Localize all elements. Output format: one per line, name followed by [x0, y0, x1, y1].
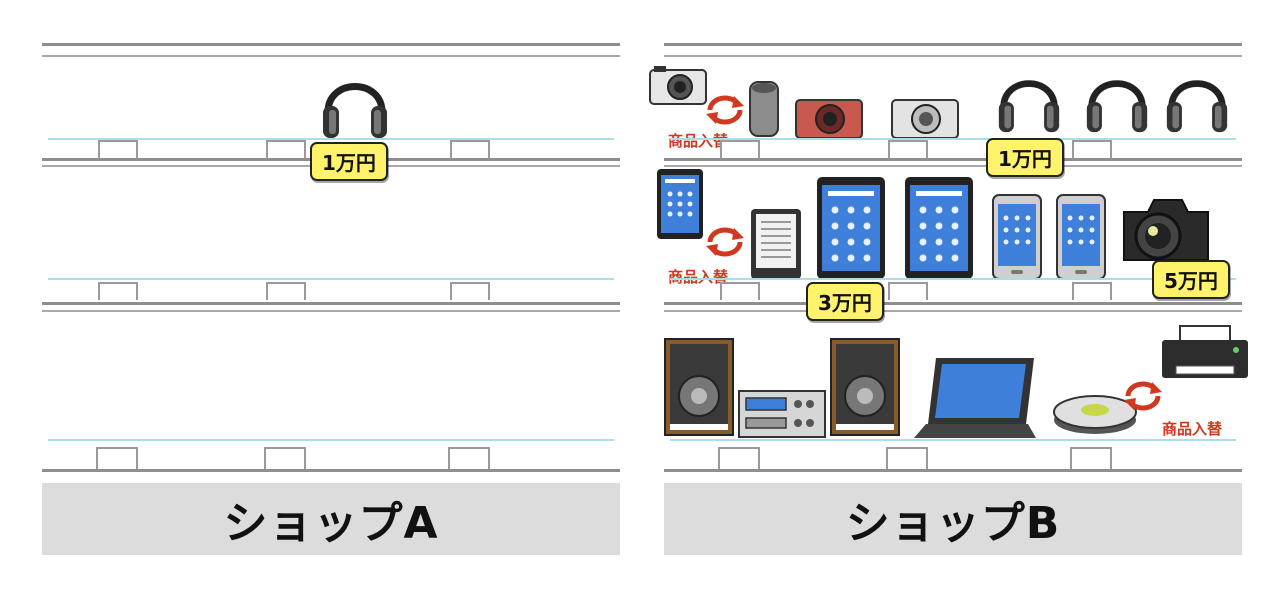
shelf-rail — [42, 302, 620, 305]
headphones-icon — [1164, 66, 1230, 136]
price-tag: 5万円 — [1152, 260, 1230, 299]
shelf-rail — [664, 158, 1242, 161]
shelf-bracket — [96, 447, 138, 471]
shelf-bracket — [886, 447, 928, 471]
shelf-rail — [664, 469, 1242, 472]
swap-label: 商品入替 — [668, 268, 729, 286]
shop-sign: ショップB — [664, 483, 1242, 555]
dslr-camera-icon — [1120, 190, 1212, 266]
shelf-rail — [42, 469, 620, 472]
camera-icon — [648, 66, 708, 106]
shelf-glass — [670, 439, 1236, 441]
stereo-icon — [738, 390, 826, 438]
headphones-icon — [996, 66, 1062, 136]
shelf-bracket — [264, 447, 306, 471]
price-tag: 1万円 — [310, 142, 388, 181]
e-reader-icon — [750, 208, 802, 280]
shelf-bracket — [888, 140, 928, 158]
tablet-icon — [656, 168, 704, 240]
smartphone-icon — [1056, 194, 1106, 280]
swap-label: 商品入替 — [1162, 420, 1223, 438]
shelf-glass — [48, 138, 614, 140]
shelf-glass — [48, 439, 614, 441]
shelf-bracket — [266, 140, 306, 158]
shelf-bracket — [1070, 447, 1112, 471]
swap-arrows-icon — [704, 92, 746, 128]
shelf-bracket — [98, 282, 138, 300]
shelf-rail — [664, 302, 1242, 305]
shelf-bracket — [720, 282, 760, 300]
smart-speaker-icon — [748, 80, 780, 138]
shop-name: ショップB — [845, 498, 1061, 549]
headphones-icon — [320, 68, 390, 142]
shelf-bracket — [718, 447, 760, 471]
speaker-icon — [830, 338, 900, 436]
price-tag: 3万円 — [806, 282, 884, 321]
shelf-bracket — [1072, 282, 1112, 300]
shop-name: ショップA — [223, 498, 439, 549]
laptop-icon — [912, 356, 1038, 440]
shelf-rail — [664, 310, 1242, 312]
shelf-rail — [664, 55, 1242, 57]
shelf-bracket — [888, 282, 928, 300]
shop-b: 商品入替 — [649, 40, 1248, 555]
camera-icon — [794, 96, 864, 140]
shelf-glass — [48, 278, 614, 280]
swap-arrows-icon — [704, 224, 746, 260]
robot-vacuum-icon — [1052, 390, 1138, 436]
shelf-bracket — [266, 282, 306, 300]
shop-a: 1万円 ショップA — [42, 40, 620, 555]
swap-label: 商品入替 — [668, 132, 729, 150]
shelf-rail — [664, 165, 1242, 167]
headphones-icon — [1084, 66, 1150, 136]
shelf-glass — [670, 138, 1236, 140]
shelf-bracket — [1072, 140, 1112, 158]
shelf-rail — [664, 43, 1242, 46]
shelf-glass — [670, 278, 1236, 280]
tablet-icon — [904, 176, 974, 280]
shelf-bracket — [450, 140, 490, 158]
shelf-bracket — [720, 140, 760, 158]
shelf-rail — [42, 43, 620, 46]
swap-arrows-icon — [1122, 378, 1164, 414]
tablet-icon — [816, 176, 886, 280]
printer-icon — [1158, 324, 1252, 382]
shelf-bracket — [448, 447, 490, 471]
shop-sign: ショップA — [42, 483, 620, 555]
shelf-rail — [42, 55, 620, 57]
shelf-bracket — [450, 282, 490, 300]
speaker-icon — [664, 338, 734, 436]
price-tag: 1万円 — [986, 138, 1064, 177]
shelf-bracket — [98, 140, 138, 158]
camera-icon — [890, 96, 960, 140]
smartphone-icon — [992, 194, 1042, 280]
shelf-rail — [42, 310, 620, 312]
